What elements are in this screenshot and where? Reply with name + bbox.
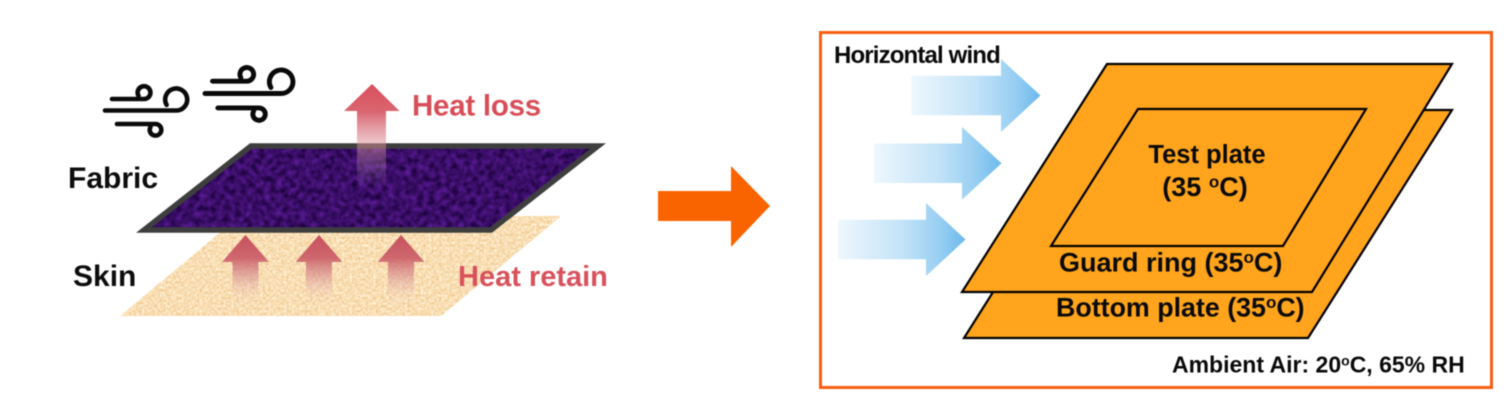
svg-text:Horizontal wind: Horizontal wind (834, 42, 1000, 69)
svg-text:(35 oC): (35 oC) (1162, 172, 1247, 202)
svg-text:Heat retain: Heat retain (458, 261, 608, 293)
svg-text:Bottom plate (35oC): Bottom plate (35oC) (1056, 293, 1305, 323)
svg-text:Test plate: Test plate (1148, 141, 1265, 169)
svg-text:Heat loss: Heat loss (412, 90, 541, 123)
svg-text:Skin: Skin (73, 260, 136, 293)
svg-text:Fabric: Fabric (68, 162, 158, 195)
svg-text:Guard ring (35oC): Guard ring (35oC) (1059, 248, 1282, 278)
svg-text:Ambient Air: 20oC, 65% RH: Ambient Air: 20oC, 65% RH (1172, 352, 1465, 378)
